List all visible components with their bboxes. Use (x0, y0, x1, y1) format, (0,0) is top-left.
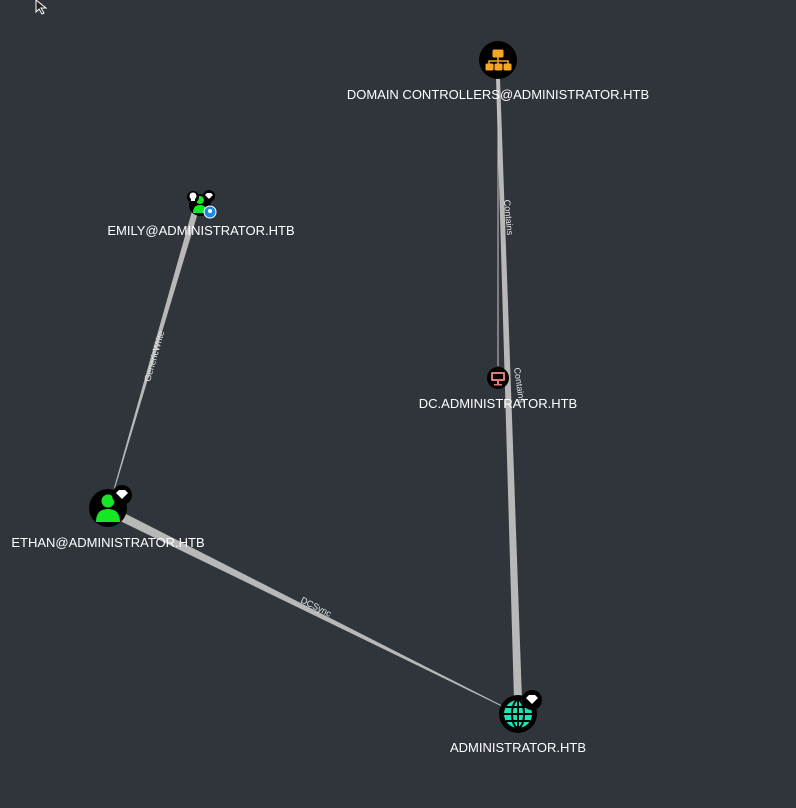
mouse-cursor-icon (35, 0, 48, 15)
edge-contains-domain-to-dcgroup[interactable]: Contains (496, 78, 527, 700)
node-label: EMILY@ADMINISTRATOR.HTB (107, 223, 294, 238)
diamond-icon (522, 690, 542, 710)
computer-icon (491, 372, 505, 386)
node-label: DOMAIN CONTROLLERS@ADMINISTRATOR.HTB (347, 87, 649, 102)
edge-label-contains: Contains (512, 367, 527, 404)
group-icon (485, 49, 512, 71)
diamond-icon (112, 485, 132, 505)
location-icon (203, 205, 217, 219)
edge-generic-write[interactable]: GenericWrite (112, 204, 200, 495)
edge-label-contains: Contains (502, 199, 515, 236)
edge-label-generic-write: GenericWrite (142, 329, 166, 382)
node-label: DC.ADMINISTRATOR.HTB (419, 396, 577, 411)
node-emily[interactable]: EMILY@ADMINISTRATOR.HTB (107, 190, 295, 238)
node-domain-controllers[interactable]: DOMAIN CONTROLLERS@ADMINISTRATOR.HTB (347, 41, 649, 102)
node-domain[interactable]: ADMINISTRATOR.HTB (450, 690, 586, 755)
diamond-icon (203, 190, 215, 202)
user-icon (96, 494, 120, 522)
node-ethan[interactable]: ETHAN@ADMINISTRATOR.HTB (11, 485, 205, 550)
node-dc[interactable]: DC.ADMINISTRATOR.HTB (419, 367, 577, 411)
node-label: ETHAN@ADMINISTRATOR.HTB (11, 535, 204, 550)
edge-contains-dcgroup-to-dc[interactable]: Contains (497, 78, 515, 366)
skull-icon (187, 191, 199, 203)
node-label: ADMINISTRATOR.HTB (450, 740, 586, 755)
